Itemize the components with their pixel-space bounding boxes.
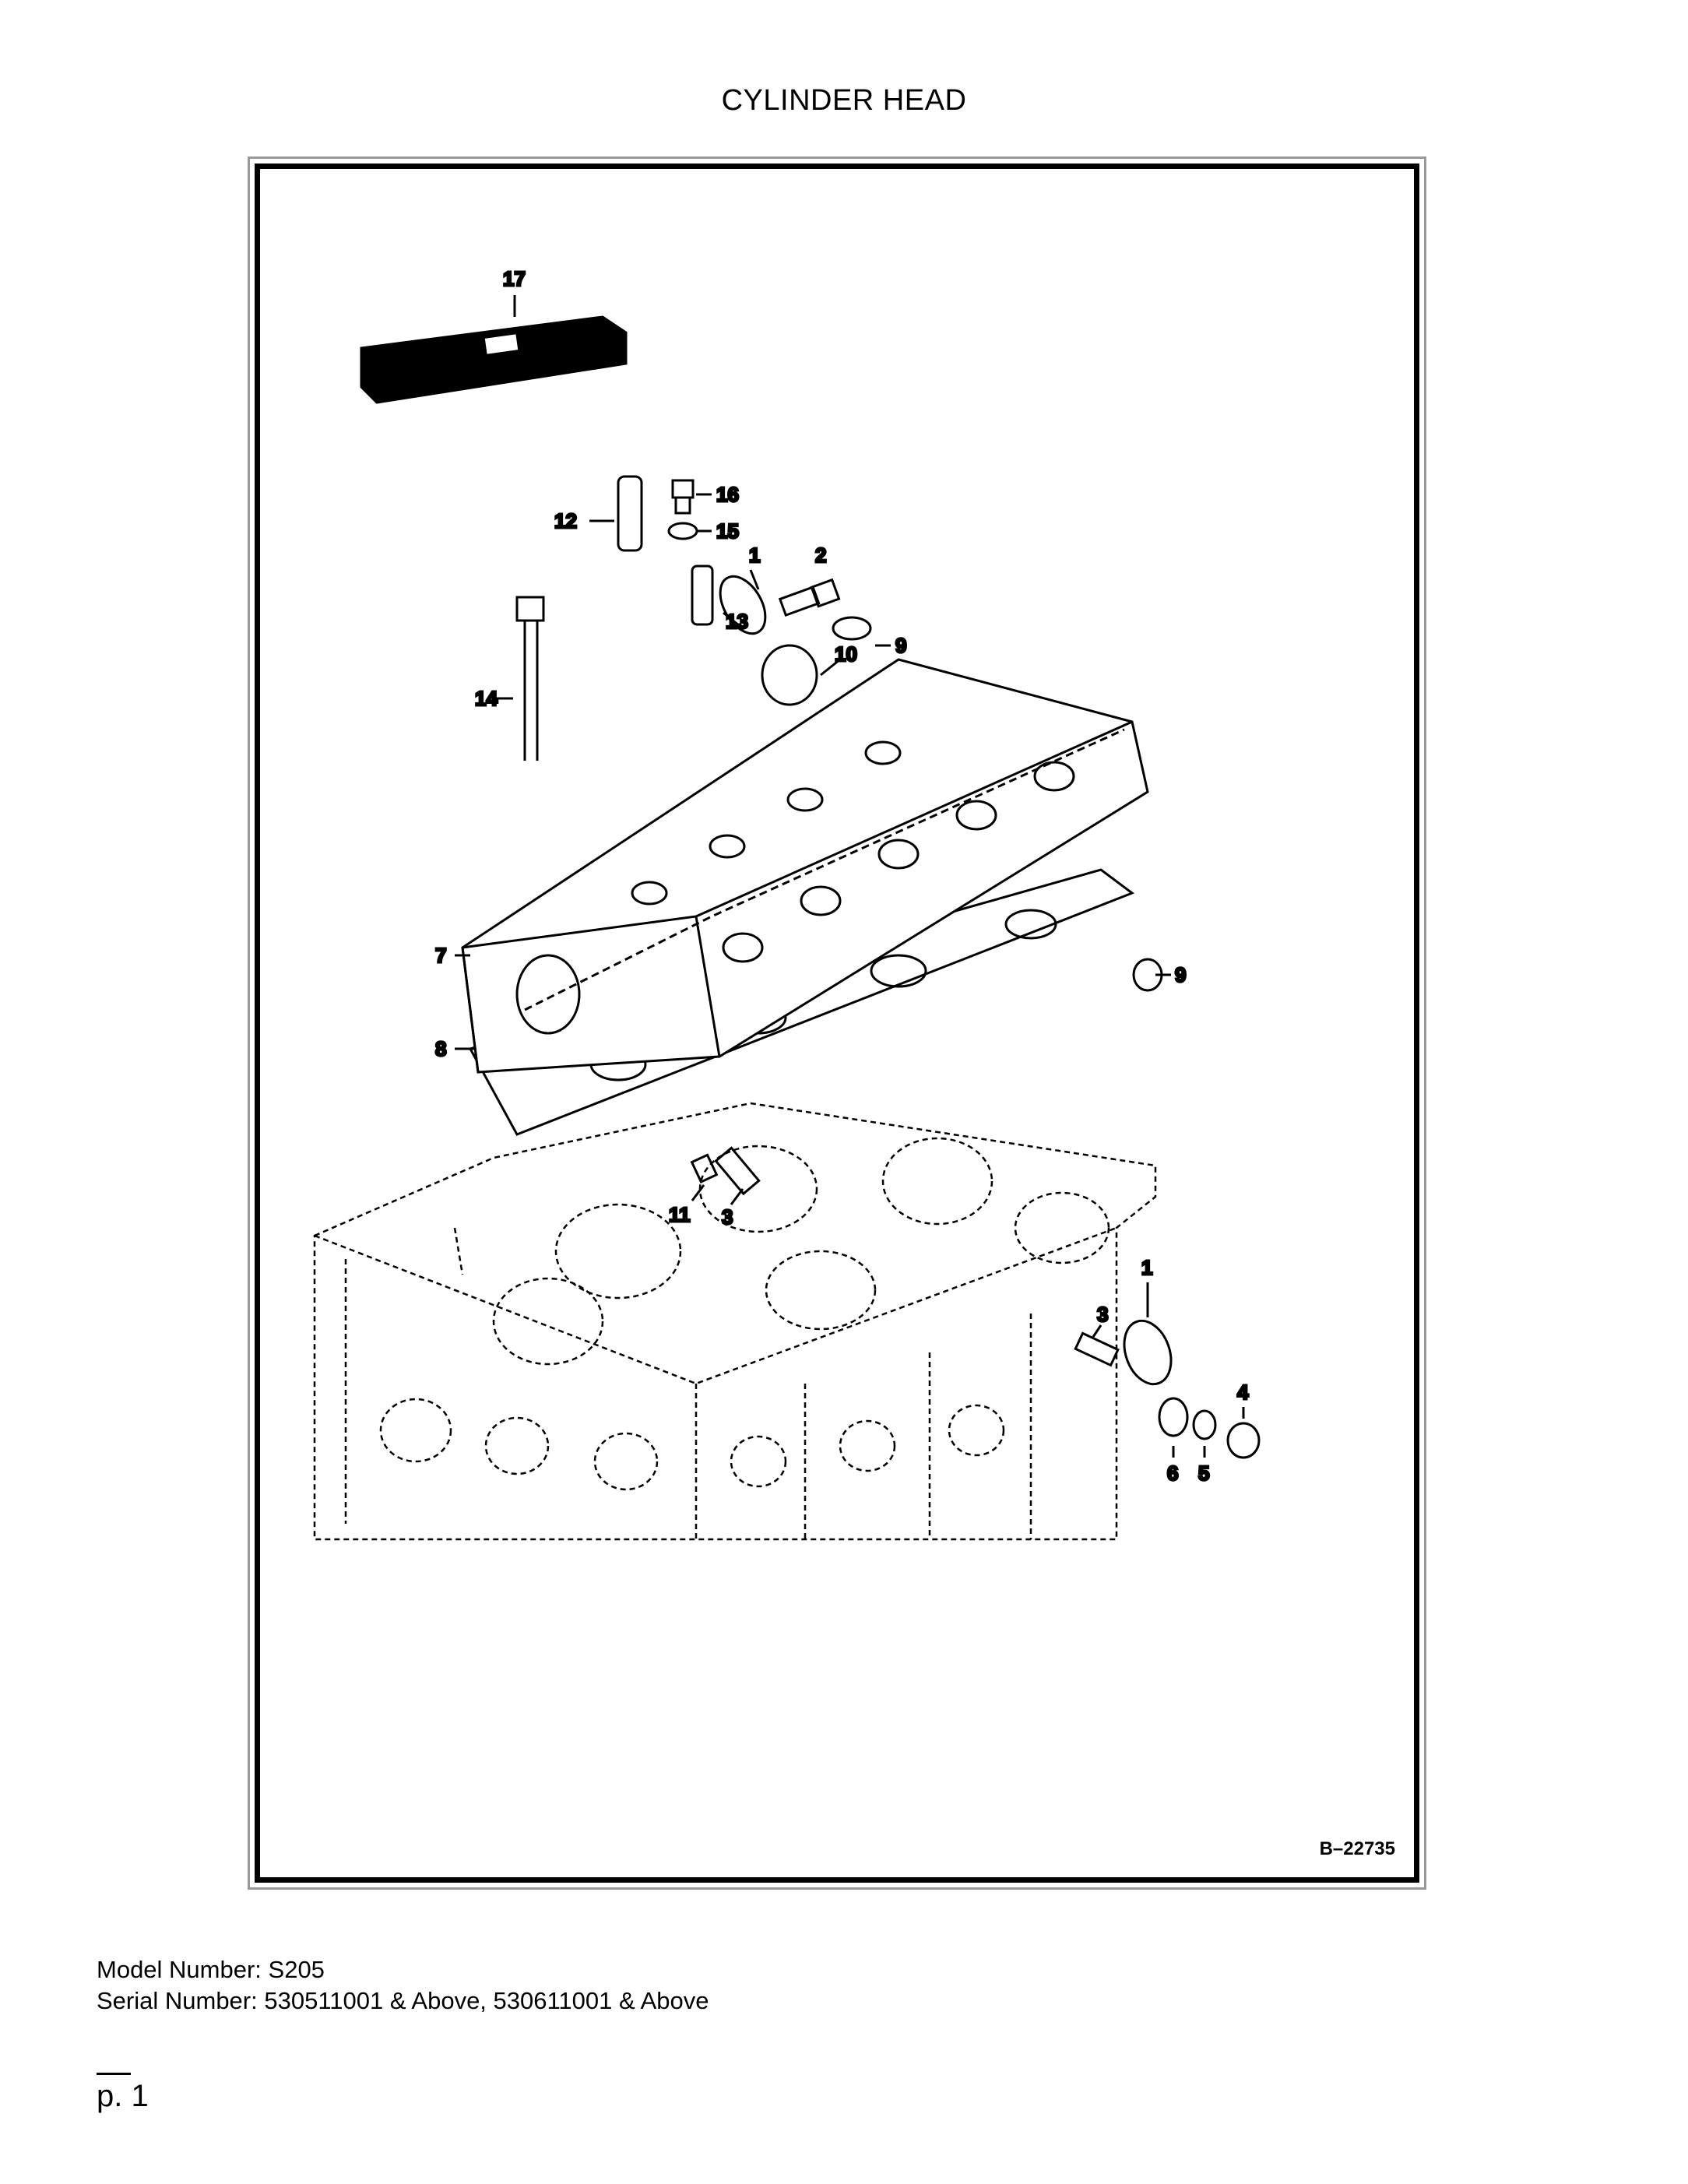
callout-16: 16 xyxy=(716,483,739,506)
page-number: p. 1 xyxy=(97,2079,149,2113)
part-16-plug xyxy=(671,479,695,515)
exploded-parts-diagram: 17 12 16 15 1 2 13 10 9 14 9 7 8 11 3 3 … xyxy=(313,266,1261,1541)
leader-lines xyxy=(455,295,1245,1458)
figure-frame: 17 12 16 15 1 2 13 10 9 14 9 7 8 11 3 3 … xyxy=(248,157,1426,1890)
page-title: CYLINDER HEAD xyxy=(721,84,967,117)
engine-block xyxy=(313,1102,1157,1541)
part-2-sensor xyxy=(778,578,841,617)
part-13-sleeve xyxy=(691,564,714,626)
part-6-washer xyxy=(1158,1397,1189,1437)
serial-number: Serial Number: 530511001 & Above, 530611… xyxy=(97,1987,709,2014)
callout-17: 17 xyxy=(503,267,526,290)
part-9-plug-upper xyxy=(832,616,872,641)
part-15-washer xyxy=(667,522,698,540)
callout-1-lower: 1 xyxy=(1141,1256,1152,1279)
callout-15: 15 xyxy=(716,519,739,543)
figure-id: B–22735 xyxy=(1319,1838,1395,1859)
callout-7: 7 xyxy=(435,944,446,967)
callout-13: 13 xyxy=(726,610,748,633)
part-17-label-strip xyxy=(360,315,628,404)
callout-14: 14 xyxy=(475,687,498,710)
callout-6: 6 xyxy=(1167,1461,1178,1485)
part-3-stud-b xyxy=(1074,1331,1120,1367)
part-11-stud xyxy=(690,1153,719,1184)
part-14-bolt xyxy=(515,596,545,761)
callout-11: 11 xyxy=(669,1203,691,1226)
callout-3-center: 3 xyxy=(722,1205,733,1229)
callout-9-upper: 9 xyxy=(895,634,906,657)
part-12-pipe xyxy=(617,475,643,552)
callout-4: 4 xyxy=(1237,1380,1249,1404)
part-5-washer xyxy=(1192,1409,1217,1440)
callout-3-right: 3 xyxy=(1097,1303,1108,1326)
cylinder-head xyxy=(461,658,1149,1074)
model-number: Model Number: S205 xyxy=(97,1956,325,1983)
part-4-nut xyxy=(1226,1422,1261,1459)
callout-1-upper: 1 xyxy=(749,543,760,567)
figure-inner-border: 17 12 16 15 1 2 13 10 9 14 9 7 8 11 3 3 … xyxy=(255,164,1419,1883)
callout-12: 12 xyxy=(554,509,577,533)
part-3-stud-a xyxy=(714,1146,761,1196)
part-1-gasket-lower xyxy=(1123,1319,1173,1386)
callouts: 17 12 16 15 1 2 13 10 9 14 9 7 8 11 3 3 … xyxy=(434,266,1250,1486)
part-10-cap xyxy=(761,644,818,706)
callout-10: 10 xyxy=(835,642,857,666)
callout-2: 2 xyxy=(815,543,826,567)
callout-9-lower: 9 xyxy=(1175,963,1186,986)
footer: Model Number: S205 Serial Number: 530511… xyxy=(97,1954,709,2017)
callout-5: 5 xyxy=(1198,1461,1209,1485)
callout-8: 8 xyxy=(435,1037,446,1060)
page-number-rule xyxy=(97,2073,131,2075)
